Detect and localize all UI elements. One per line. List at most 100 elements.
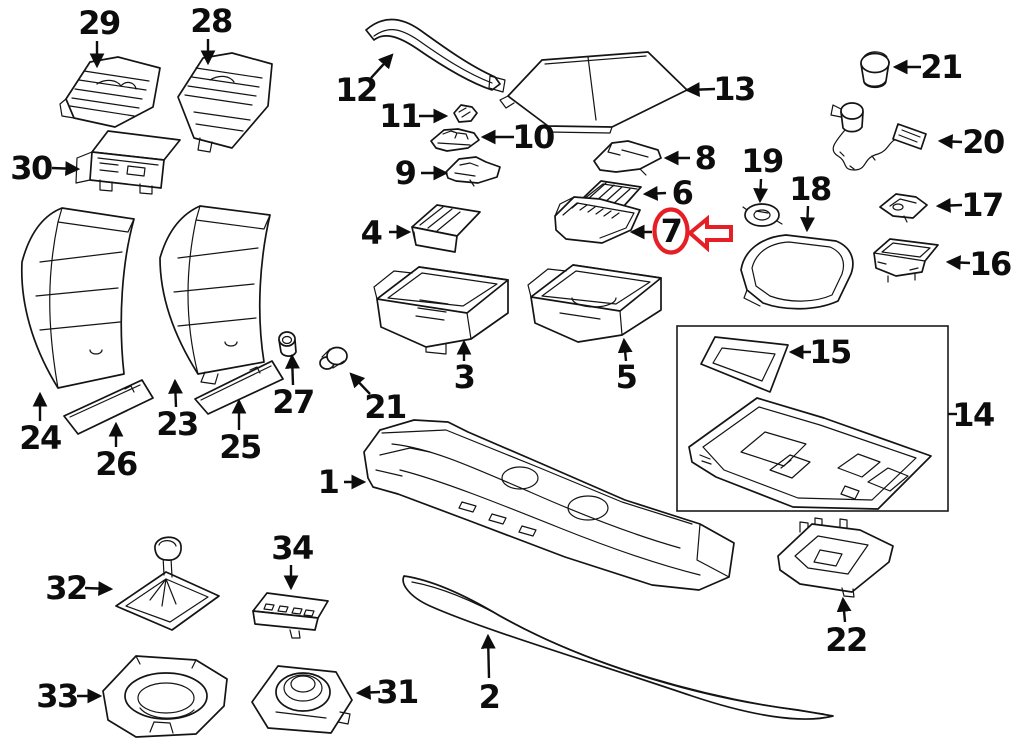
callout-32: 32 [45,569,114,607]
callout-34: 34 [271,529,315,591]
callout-13: 13 [684,70,756,108]
part-number-label-17: 17 [961,186,1003,224]
highlight-annotation [652,207,733,255]
part-number-label-15: 15 [809,333,851,371]
part-number-label-5: 5 [616,358,637,396]
callout-9: 9 [395,154,449,192]
part-number-label-21-mid: 21 [364,388,406,426]
callout-1: 1 [318,463,367,501]
callout-line-18 [800,205,815,233]
callout-6: 6 [642,174,694,212]
part-11-illustration [453,104,478,123]
part-21-knob-illustration [319,346,348,370]
group-box-14 [676,325,949,512]
part-15-illustration [700,336,789,393]
part-1-console-illustration [363,419,735,591]
part-19-illustration [742,203,783,227]
part-number-label-10: 10 [512,118,554,156]
part-33-illustration [102,655,228,738]
callout-line-12 [370,53,394,79]
callout-26: 26 [95,421,139,483]
callout-20: 20 [937,123,1006,161]
callout-line-6 [642,185,667,201]
part-26-illustration [63,379,154,435]
callout-24: 24 [19,391,63,457]
callout-4: 4 [361,214,412,252]
part-24-illustration [20,207,135,389]
part-number-label-27: 27 [272,383,314,421]
part-illustrations [20,18,939,738]
part-number-label-23: 23 [156,405,198,443]
highlight-circle [652,207,690,255]
part-18-illustration [740,234,854,310]
callout-line-31 [355,684,381,700]
part-21-top-illustration [860,51,890,89]
part-number-label-1: 1 [318,463,339,501]
part-number-label-8: 8 [695,139,716,177]
part-7-illustration [554,196,641,244]
part-5-illustration [527,264,662,343]
callout-2: 2 [479,633,501,716]
part-number-label-16: 16 [969,245,1011,283]
part-31-illustration [251,665,353,734]
part-number-label-25: 25 [219,428,261,466]
part-22-illustration [777,517,894,598]
part-number-label-24: 24 [19,419,61,457]
callout-line-30 [51,161,81,176]
callout-18: 18 [789,170,833,233]
callout-7: 7 [629,212,683,250]
part-number-label-2: 2 [479,678,500,716]
callout-21-top: 21 [892,48,964,86]
part-number-label-18: 18 [789,170,831,208]
callout-8: 8 [663,139,717,177]
callout-line-22 [836,596,852,623]
callout-line-5 [617,337,633,362]
callout-line-17 [935,198,963,213]
part-number-label-30: 30 [10,149,52,187]
callout-line-19 [753,178,769,204]
part-29-illustration [59,56,161,128]
part-number-label-3: 3 [454,358,475,396]
part-10-illustration [430,128,480,152]
part-number-label-11: 11 [379,97,421,135]
part-25-illustration [194,360,284,415]
callout-line-27 [285,353,300,386]
part-14-trim-panel-illustration [688,397,932,510]
callout-11: 11 [379,97,449,135]
callout-15: 15 [788,333,853,371]
part-27-illustration [278,331,297,357]
callout-33: 33 [36,677,103,715]
part-number-label-33: 33 [36,677,78,715]
part-16-illustration [873,238,939,283]
callout-line-2 [480,633,496,679]
part-number-label-14: 14 [952,396,994,434]
callout-line-23 [168,378,183,408]
part-number-label-13: 13 [713,70,755,108]
part-3-illustration [373,266,509,355]
callout-17: 17 [935,186,1004,224]
callout-line-16 [945,255,971,271]
callout-28: 28 [190,2,234,66]
part-28-illustration [177,52,273,153]
part-number-label-6: 6 [672,174,693,212]
callout-14: 14 [948,396,996,434]
part-number-label-26: 26 [95,445,137,483]
callout-5: 5 [616,337,638,396]
callout-3: 3 [454,339,476,396]
part-number-label-20: 20 [962,123,1004,161]
callout-19: 19 [741,142,785,204]
part-34-illustration [252,592,329,639]
callout-line-20 [937,134,963,150]
callout-line-32 [84,581,114,596]
callout-16: 16 [945,245,1013,283]
callout-31: 31 [355,673,420,711]
part-30-illustration [75,130,181,195]
callout-22: 22 [825,596,868,659]
part-number-label-34: 34 [271,529,313,567]
callout-27: 27 [272,353,315,421]
callout-23: 23 [156,378,199,443]
part-number-label-19: 19 [741,142,783,180]
part-2-trim-strip-illustration [402,575,834,720]
